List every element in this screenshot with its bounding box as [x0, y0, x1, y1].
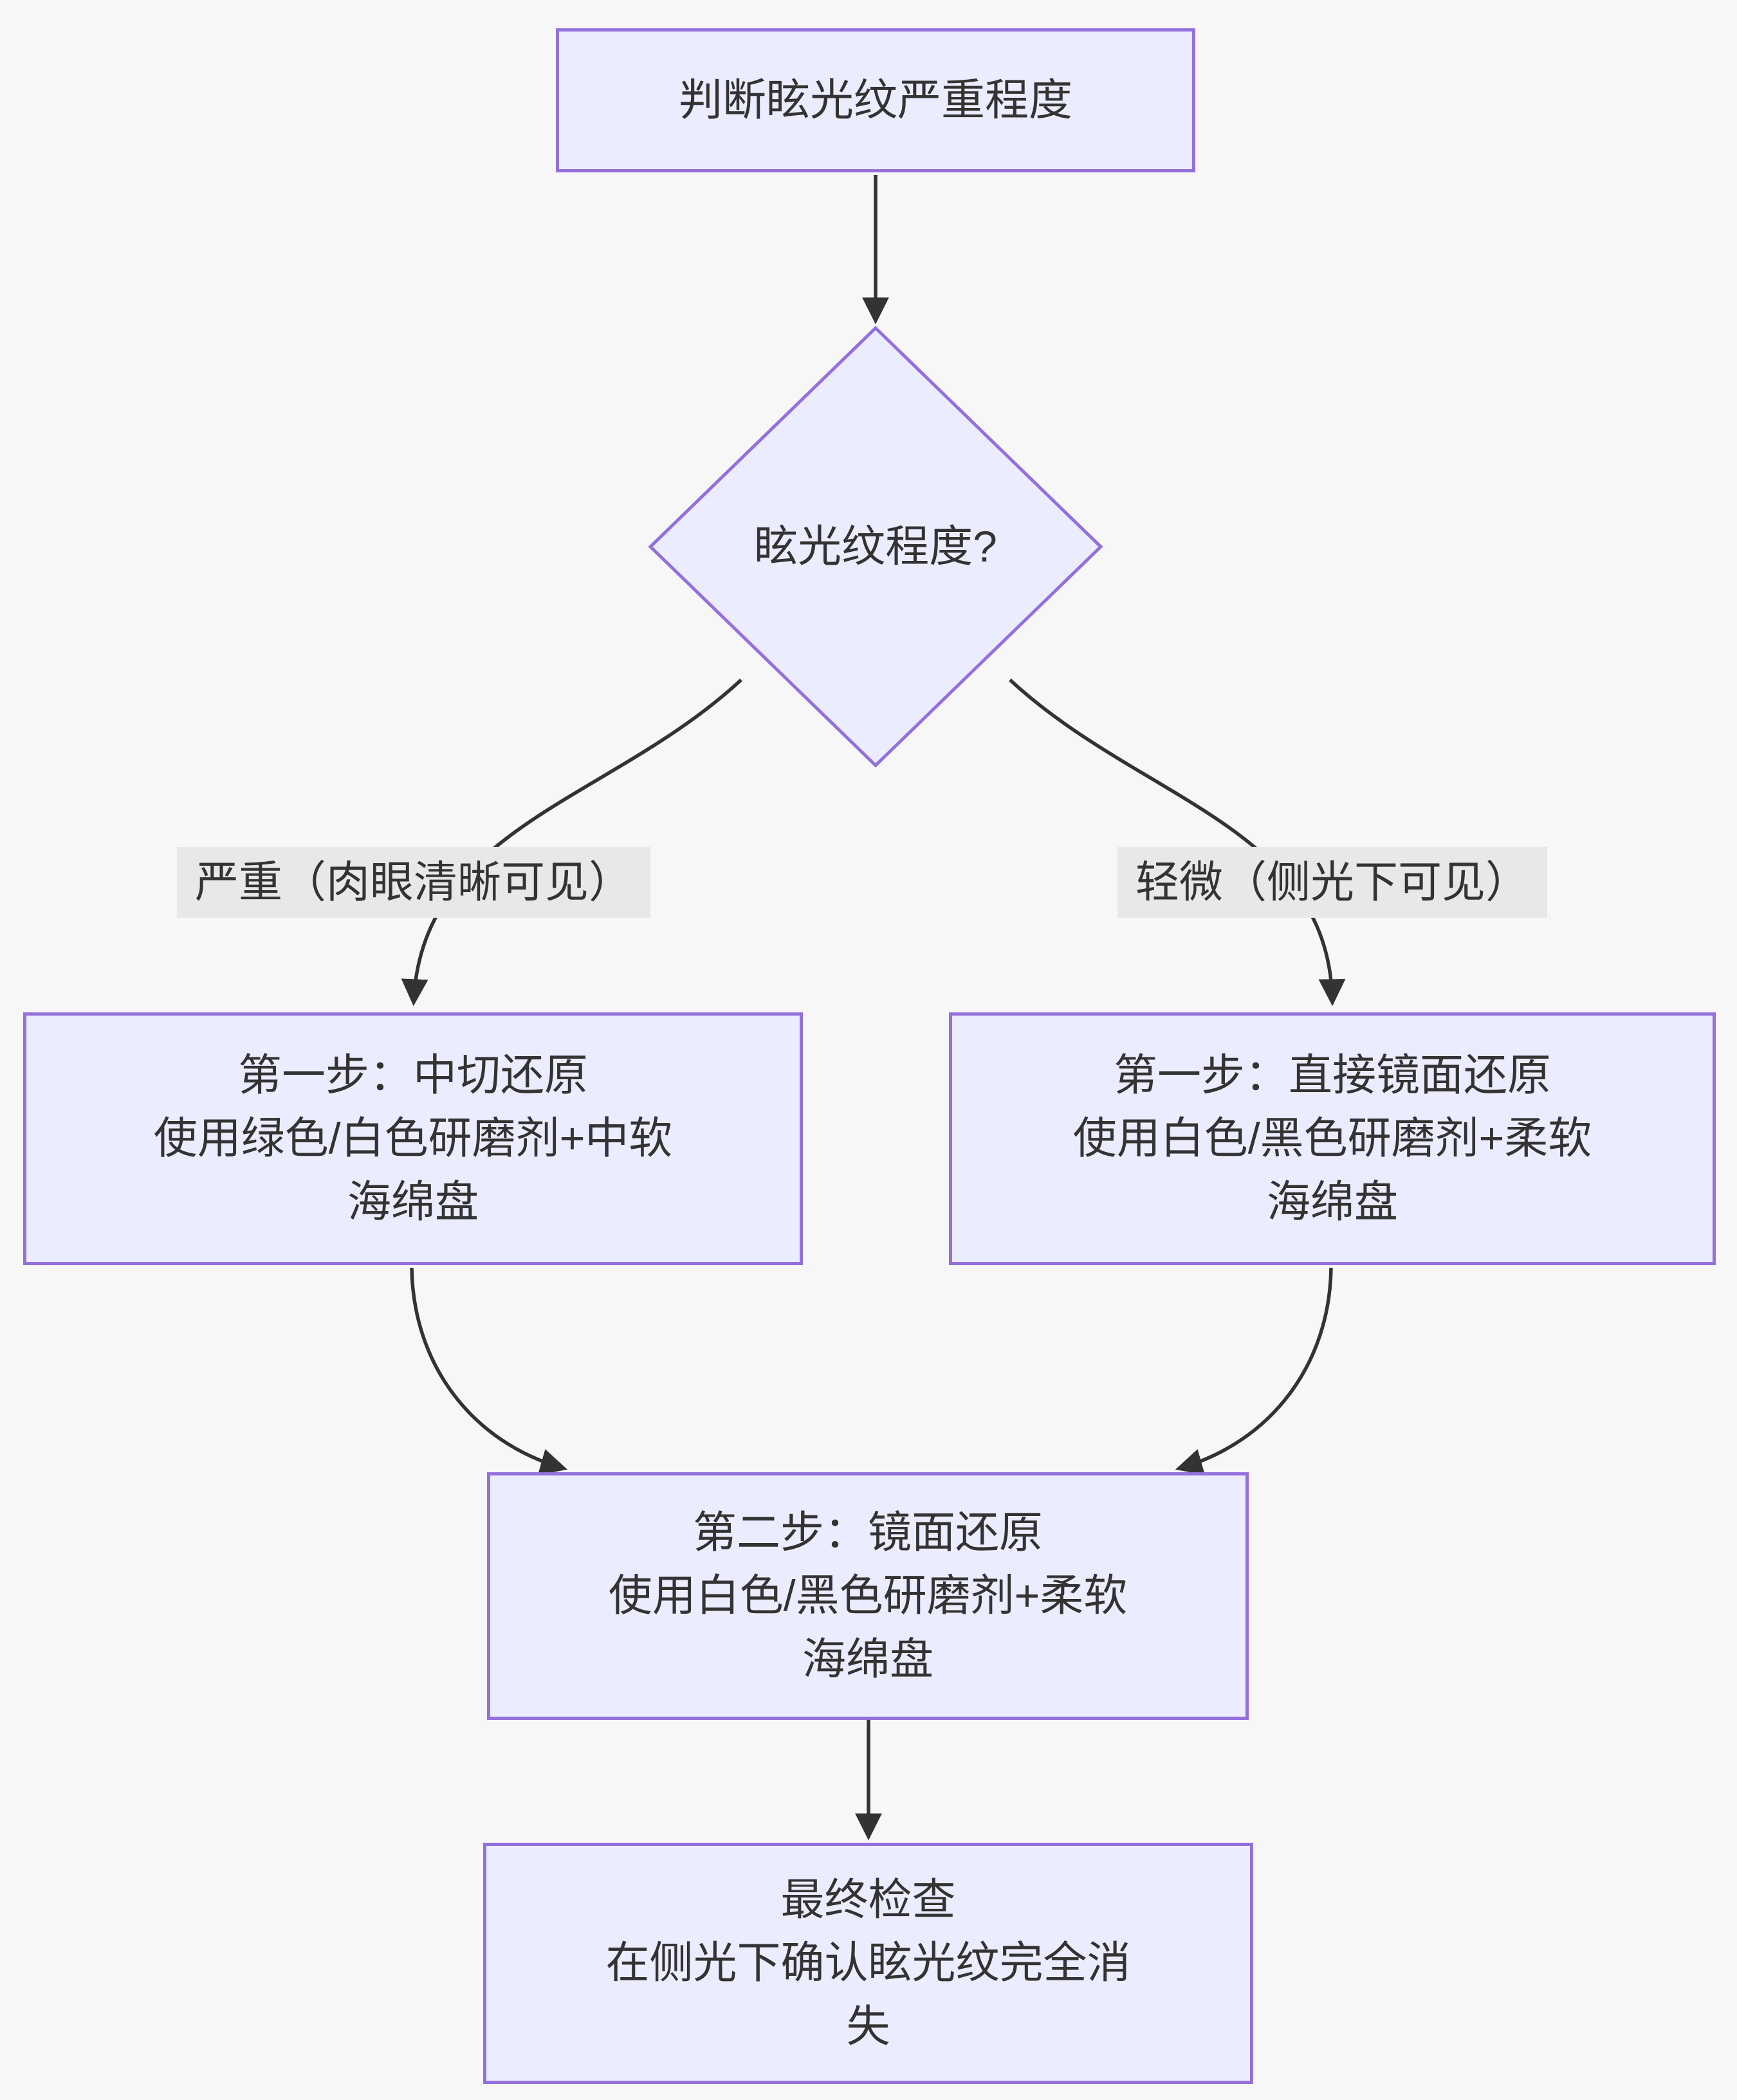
decision-diamond-shape — [648, 325, 1103, 768]
node-decision-text: 眩光纹程度? — [754, 522, 997, 571]
node-step2-merge: 第二步：镜面还原 使用白色/黑色研磨剂+柔软 海绵盘 — [487, 1472, 1249, 1720]
edge-label-slight: 轻微（侧光下可见） — [1117, 846, 1548, 918]
node-final-check-line3: 失 — [846, 2002, 890, 2051]
edge-decision-to-step1-left — [401, 678, 742, 1007]
node-step1-right-line3: 海绵盘 — [1266, 1177, 1398, 1227]
edge-step1-left-to-step2 — [410, 1267, 568, 1475]
node-step2-merge-line1: 第二步：镜面还原 — [692, 1508, 1043, 1557]
node-step1-left-line2: 使用绿色/白色研磨剂+中软 — [153, 1114, 673, 1164]
node-step2-merge-line3: 海绵盘 — [802, 1634, 933, 1684]
node-step1-left-line3: 海绵盘 — [347, 1177, 479, 1227]
node-start-text: 判断眩光纹严重程度 — [678, 75, 1072, 125]
node-step1-left: 第一步：中切还原 使用绿色/白色研磨剂+中软 海绵盘 — [23, 1012, 803, 1265]
node-final-check-line2: 在侧光下确认眩光纹完全消 — [605, 1939, 1131, 1988]
node-step2-merge-line2: 使用白色/黑色研磨剂+柔软 — [608, 1571, 1128, 1621]
node-final-check-line1: 最终检查 — [780, 1875, 956, 1924]
edge-step1-right-to-step2 — [1175, 1267, 1333, 1475]
node-step1-left-line1: 第一步：中切还原 — [237, 1050, 588, 1100]
node-decision: 眩光纹程度? — [650, 328, 1101, 765]
node-start: 判断眩光纹严重程度 — [556, 28, 1195, 172]
node-final-check: 最终检查 在侧光下确认眩光纹完全消 失 — [483, 1843, 1253, 2084]
node-step1-right: 第一步：直接镜面还原 使用白色/黑色研磨剂+柔软 海绵盘 — [949, 1012, 1716, 1265]
node-step1-right-line1: 第一步：直接镜面还原 — [1113, 1050, 1551, 1100]
edge-decision-to-step1-right — [1009, 678, 1346, 1007]
node-step1-right-line2: 使用白色/黑色研磨剂+柔软 — [1072, 1114, 1592, 1164]
edge-label-severe: 严重（肉眼清晰可见） — [176, 846, 651, 918]
